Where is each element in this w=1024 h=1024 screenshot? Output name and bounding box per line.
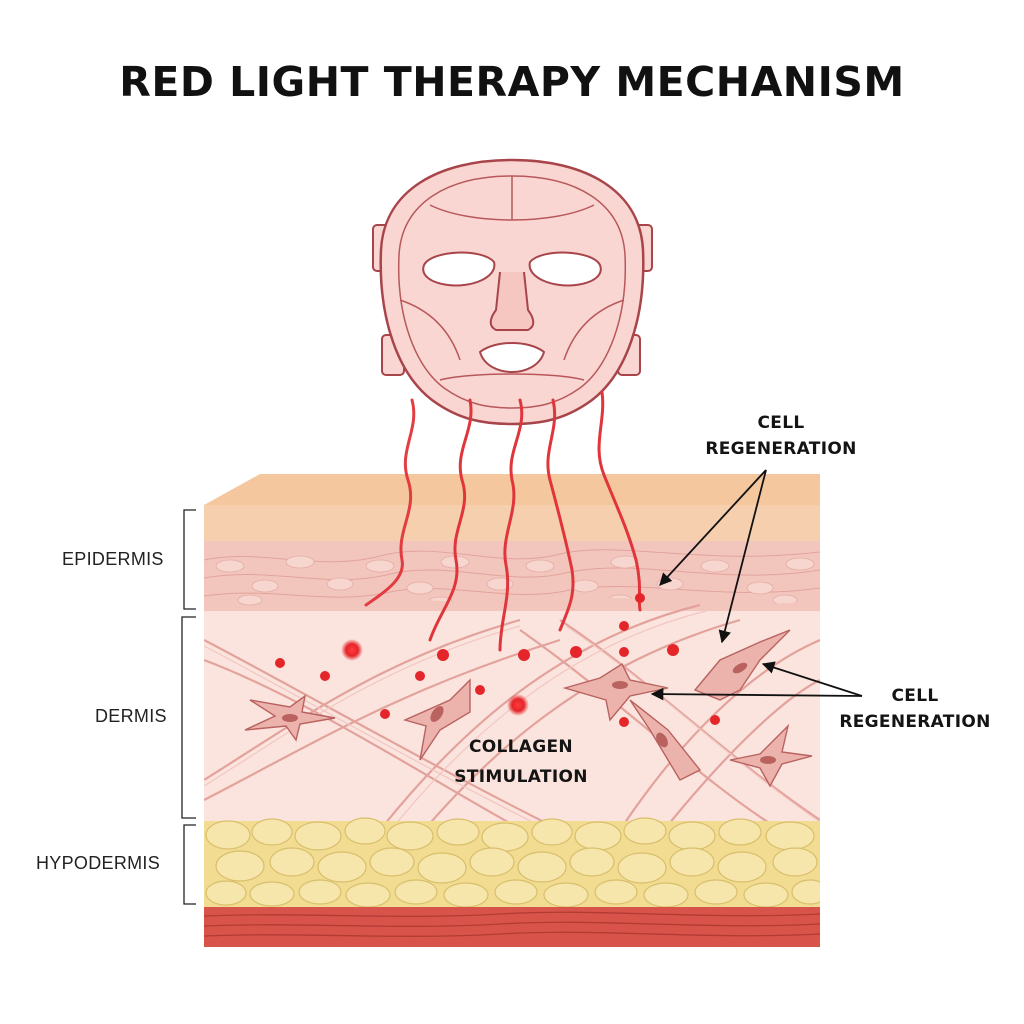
collagen-fibers [204, 603, 820, 841]
label-epidermis: EPIDERMIS [62, 549, 164, 569]
red-light-waves [364, 390, 642, 652]
led-face-mask-icon [372, 158, 653, 426]
label-hypodermis: HYPODERMIS [36, 853, 161, 873]
layer-brackets [181, 509, 196, 905]
epidermis-layer [204, 541, 820, 611]
annotation-cell-regeneration-top: CELL REGENERATION [705, 413, 857, 459]
page-title: RED LIGHT THERAPY MECHANISM [119, 58, 905, 106]
label-dermis: DERMIS [95, 706, 167, 726]
photon-dots [275, 593, 720, 727]
annotation-arrows [650, 469, 863, 701]
annotation-cell-regeneration-right: CELL REGENERATION [839, 686, 991, 732]
annotation-collagen-stimulation: COLLAGEN STIMULATION [454, 737, 588, 787]
fat-cells [205, 817, 820, 908]
